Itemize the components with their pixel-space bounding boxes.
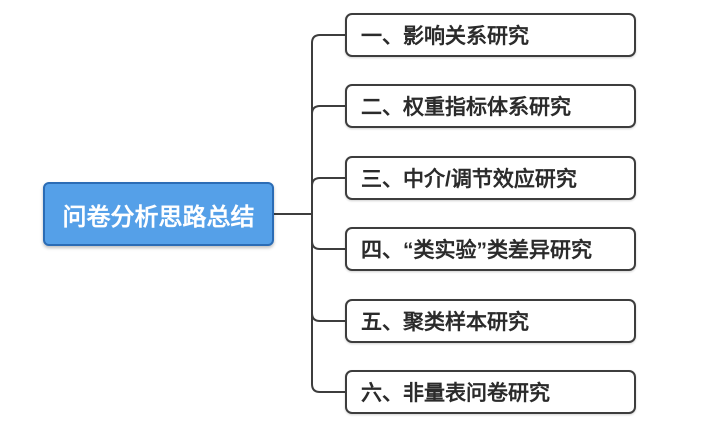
branch-node-2-label: 二、权重指标体系研究	[361, 96, 571, 119]
branch-node-3[interactable]: 三、中介/调节效应研究	[345, 156, 636, 200]
connector-branch-1	[311, 34, 345, 214]
connector-branch-6	[311, 214, 345, 393]
branch-node-4-label: 四、“类实验”类差异研究	[361, 239, 592, 262]
branch-node-6-label: 六、非量表问卷研究	[361, 382, 550, 405]
connector-branch-4	[311, 214, 345, 250]
branch-node-3-label: 三、中介/调节效应研究	[361, 168, 577, 191]
branch-node-4[interactable]: 四、“类实验”类差异研究	[345, 227, 636, 271]
branch-node-6[interactable]: 六、非量表问卷研究	[345, 370, 636, 414]
root-node[interactable]: 问卷分析思路总结	[43, 182, 274, 246]
branch-node-5[interactable]: 五、聚类样本研究	[345, 299, 636, 343]
branch-node-1-label: 一、影响关系研究	[361, 25, 529, 48]
connector-branch-3	[311, 177, 345, 214]
branch-node-5-label: 五、聚类样本研究	[361, 311, 529, 334]
root-node-label: 问卷分析思路总结	[62, 203, 255, 231]
branch-node-1[interactable]: 一、影响关系研究	[345, 13, 636, 57]
connector-branch-2	[311, 105, 345, 214]
connector-branch-5	[311, 214, 345, 322]
branch-node-2[interactable]: 二、权重指标体系研究	[345, 84, 636, 128]
